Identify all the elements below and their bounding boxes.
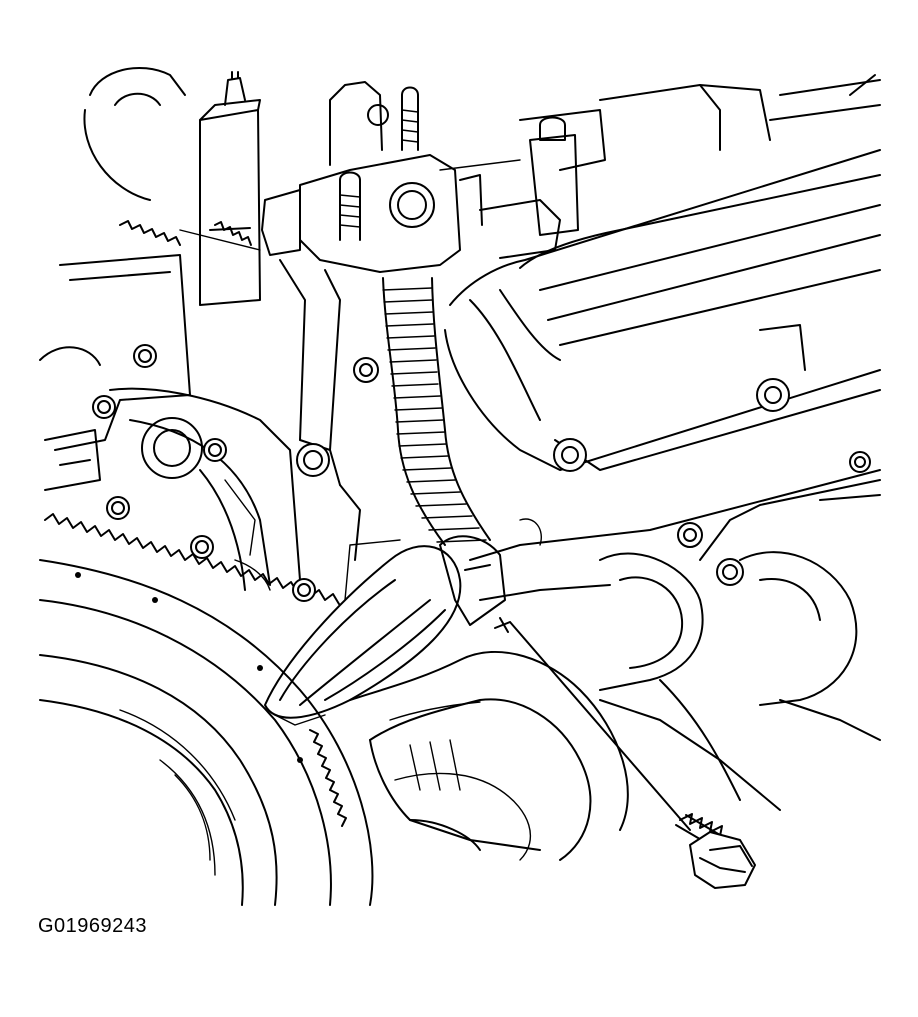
upper-right-components (439, 74, 881, 259)
corrugated-pipe (382, 277, 491, 546)
illustration-code: G01969243 (38, 915, 148, 937)
engine-block (39, 67, 301, 591)
manifold-bolt-a (677, 522, 703, 548)
cover-bolts (92, 344, 316, 602)
heat-shield (264, 539, 462, 726)
bracket-bolt-upper (353, 357, 379, 383)
manifold-flange (261, 81, 461, 273)
removed-bolt (675, 813, 756, 889)
support-bracket (279, 259, 379, 561)
valve-cover (444, 149, 881, 472)
exhaust-manifold (469, 451, 881, 811)
flywheel (39, 559, 374, 906)
bolt-4 (190, 535, 214, 559)
exhaust-pipe (349, 651, 629, 861)
bolt-5 (292, 578, 316, 602)
bolt-6 (133, 344, 157, 368)
bolt-2 (106, 496, 130, 520)
bracket-bolt (296, 443, 330, 477)
cover-bolt-a (553, 438, 587, 472)
bolt-3 (203, 438, 227, 462)
bolt-callout (494, 617, 691, 831)
bolt-1 (92, 395, 116, 419)
manifold-bolt-c (849, 451, 871, 473)
left-studs (119, 71, 261, 306)
pipe-connector (439, 518, 542, 626)
manifold-bolt-b (716, 558, 744, 586)
cover-bolt-b (756, 378, 790, 412)
